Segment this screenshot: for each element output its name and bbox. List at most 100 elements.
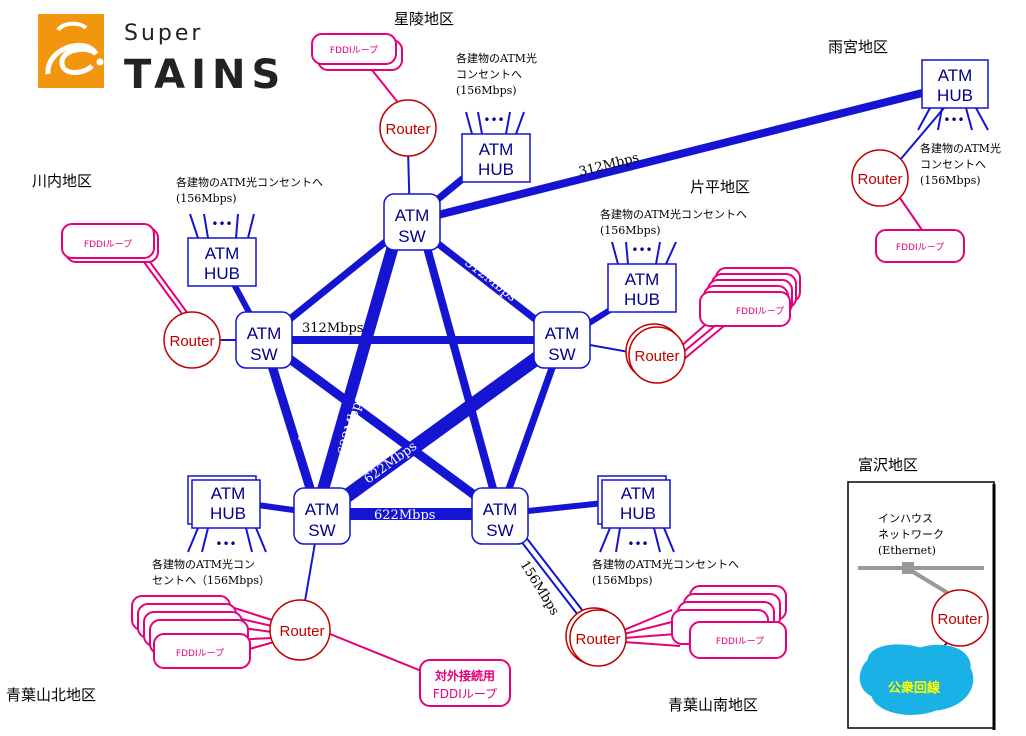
- atm-sw-kawauchi: ATM SW: [235, 311, 293, 369]
- speed-label-312-horizontal: 312Mbps: [302, 321, 363, 336]
- note-amamiya-speed: (156Mbps): [920, 174, 981, 187]
- router-kawauchi: Router: [163, 311, 221, 369]
- fddi-loop-aobas: FDDIループ: [623, 585, 787, 659]
- fddi-loop-kawauchi: FDDIループ: [61, 223, 195, 323]
- external-fddi-line1: 対外接続用: [434, 668, 495, 683]
- public-network-label: 公衆回線: [888, 680, 941, 696]
- link-katahira-aobas: [496, 338, 566, 516]
- svg-text:HUB: HUB: [937, 86, 973, 105]
- fddi-loop-katahira: FDDIループ: [671, 267, 801, 365]
- note-seiryo-line1: 各建物のATM光: [456, 51, 537, 65]
- fddi-label-amamiya: FDDIループ: [896, 242, 944, 253]
- svg-text:ATM: ATM: [483, 500, 518, 519]
- svg-text:HUB: HUB: [210, 504, 246, 523]
- dots-aobas: •••: [627, 537, 648, 551]
- svg-text:HUB: HUB: [478, 160, 514, 179]
- svg-text:ATM: ATM: [625, 270, 660, 289]
- atm-hub-seiryo: ATM HUB: [461, 133, 531, 183]
- router-amamiya: Router: [851, 149, 909, 207]
- note-kawauchi-line1: 各建物のATM光コンセントへ: [176, 175, 323, 189]
- svg-text:SW: SW: [250, 345, 277, 364]
- router-seiryo: Router: [379, 99, 437, 157]
- svg-text:ATM: ATM: [545, 324, 580, 343]
- svg-text:ATM: ATM: [395, 206, 430, 225]
- atm-sw-katahira: ATM SW: [533, 311, 591, 369]
- speed-label-622-bottom: 622Mbps: [374, 508, 435, 523]
- svg-text:Router: Router: [575, 631, 620, 648]
- atm-hub-katahira: ATM HUB: [607, 263, 677, 313]
- router-aobas: Router: [565, 607, 627, 667]
- dots-amamiya: •••: [943, 113, 964, 127]
- svg-text:Router: Router: [937, 611, 982, 628]
- tomizawa-box: インハウス ネットワーク (Ethernet) 公衆回線 Router: [847, 481, 996, 730]
- note-aobas-line1: 各建物のATM光コンセントへ: [592, 557, 739, 571]
- svg-text:ATM: ATM: [479, 140, 514, 159]
- svg-text:Router: Router: [634, 348, 679, 365]
- link-kawauchi-aobas: [261, 336, 503, 518]
- logo-text-tains: TAINS: [124, 52, 286, 98]
- tomizawa-line1: インハウス: [878, 512, 933, 525]
- outlet-notes: 各建物のATM光 コンセントへ (156Mbps) 各建物のATM光コンセントへ…: [152, 51, 1001, 587]
- note-aoban-line1: 各建物のATM光コン: [152, 557, 255, 571]
- link-router-amamiya: [899, 107, 945, 161]
- link-seiryo-aoban: [310, 220, 406, 516]
- note-seiryo-speed: (156Mbps): [456, 84, 517, 97]
- link-kawauchi-aoban: [259, 338, 323, 516]
- external-fddi-line2: FDDIループ: [433, 687, 497, 701]
- note-katahira-speed: (156Mbps): [600, 224, 661, 237]
- fddi-label-katahira: FDDIループ: [736, 306, 784, 317]
- svg-text:Router: Router: [279, 623, 324, 640]
- area-label-aobas: 青葉山南地区: [668, 696, 758, 714]
- note-seiryo-line2: コンセントへ: [456, 68, 522, 81]
- atm-sw-aoban: ATM SW: [293, 487, 351, 545]
- public-network-cloud: [859, 644, 974, 715]
- fddi-label-seiryo: FDDIループ: [330, 45, 378, 56]
- routers: Router Router Router Router Router Route…: [163, 99, 909, 667]
- area-label-amamiya: 雨宮地区: [828, 38, 888, 56]
- atm-hub-aoban: ATM HUB: [187, 475, 261, 529]
- area-label-kawauchi: 川内地区: [32, 172, 92, 190]
- area-label-tomizawa: 富沢地区: [858, 456, 918, 474]
- speed-label-156: 156Mbps: [517, 558, 562, 618]
- atm-hubs: ATM HUB ATM HUB ATM HUB ATM HUB ATM HUB: [187, 59, 989, 529]
- speed-label-622-diag: 622Mbps: [362, 439, 421, 487]
- svg-text:HUB: HUB: [624, 290, 660, 309]
- router-aoban: Router: [269, 599, 331, 661]
- svg-text:ATM: ATM: [247, 324, 282, 343]
- fddi-label-kawauchi: FDDIループ: [84, 239, 132, 250]
- dots-seiryo: •••: [483, 113, 504, 127]
- atm-switches: ATM SW ATM SW ATM SW ATM SW ATM SW: [235, 193, 591, 545]
- dots-aoban: •••: [215, 537, 236, 551]
- note-kawauchi-speed: (156Mbps): [176, 192, 237, 205]
- fddi-label-aoban: FDDIループ: [176, 648, 224, 659]
- atm-hub-aobas: ATM HUB: [597, 475, 671, 529]
- tomizawa-line3: (Ethernet): [878, 544, 936, 557]
- svg-text:SW: SW: [308, 521, 335, 540]
- atm-hub-kawauchi: ATM HUB: [187, 237, 257, 287]
- svg-text:HUB: HUB: [620, 504, 656, 523]
- speed-label-312-diag: 312Mbps: [462, 255, 520, 305]
- router-tomizawa: Router: [931, 589, 989, 647]
- svg-text:Router: Router: [169, 333, 214, 350]
- note-amamiya-line2: コンセントへ: [920, 158, 986, 171]
- note-aoban-line2: セントへ（156Mbps）: [152, 574, 270, 587]
- svg-text:SW: SW: [398, 227, 425, 246]
- dots-katahira: •••: [631, 243, 652, 257]
- hub-dots: ••• ••• ••• ••• ••• •••: [211, 113, 964, 551]
- note-katahira-line1: 各建物のATM光コンセントへ: [600, 207, 747, 221]
- fddi-loop-seiryo: FDDIループ: [311, 33, 405, 111]
- link-seiryo-aobas: [416, 220, 504, 516]
- fddi-loop-external: 対外接続用 FDDIループ: [329, 633, 511, 707]
- atm-sw-aobas: ATM SW: [471, 487, 529, 545]
- area-label-seiryo: 星陵地区: [394, 10, 454, 28]
- atm-sw-seiryo: ATM SW: [383, 193, 441, 251]
- svg-text:ATM: ATM: [211, 484, 246, 503]
- dots-kawauchi: •••: [211, 217, 232, 231]
- logo-text-super: Super: [124, 21, 203, 46]
- fddi-loop-aoban: FDDIループ: [131, 595, 275, 669]
- svg-text:ATM: ATM: [305, 500, 340, 519]
- area-labels: 星陵地区 雨宮地区 川内地区 片平地区 富沢地区 青葉山北地区 青葉山南地区: [6, 10, 918, 714]
- atm-hub-amamiya: ATM HUB: [921, 59, 989, 109]
- svg-text:ATM: ATM: [205, 244, 240, 263]
